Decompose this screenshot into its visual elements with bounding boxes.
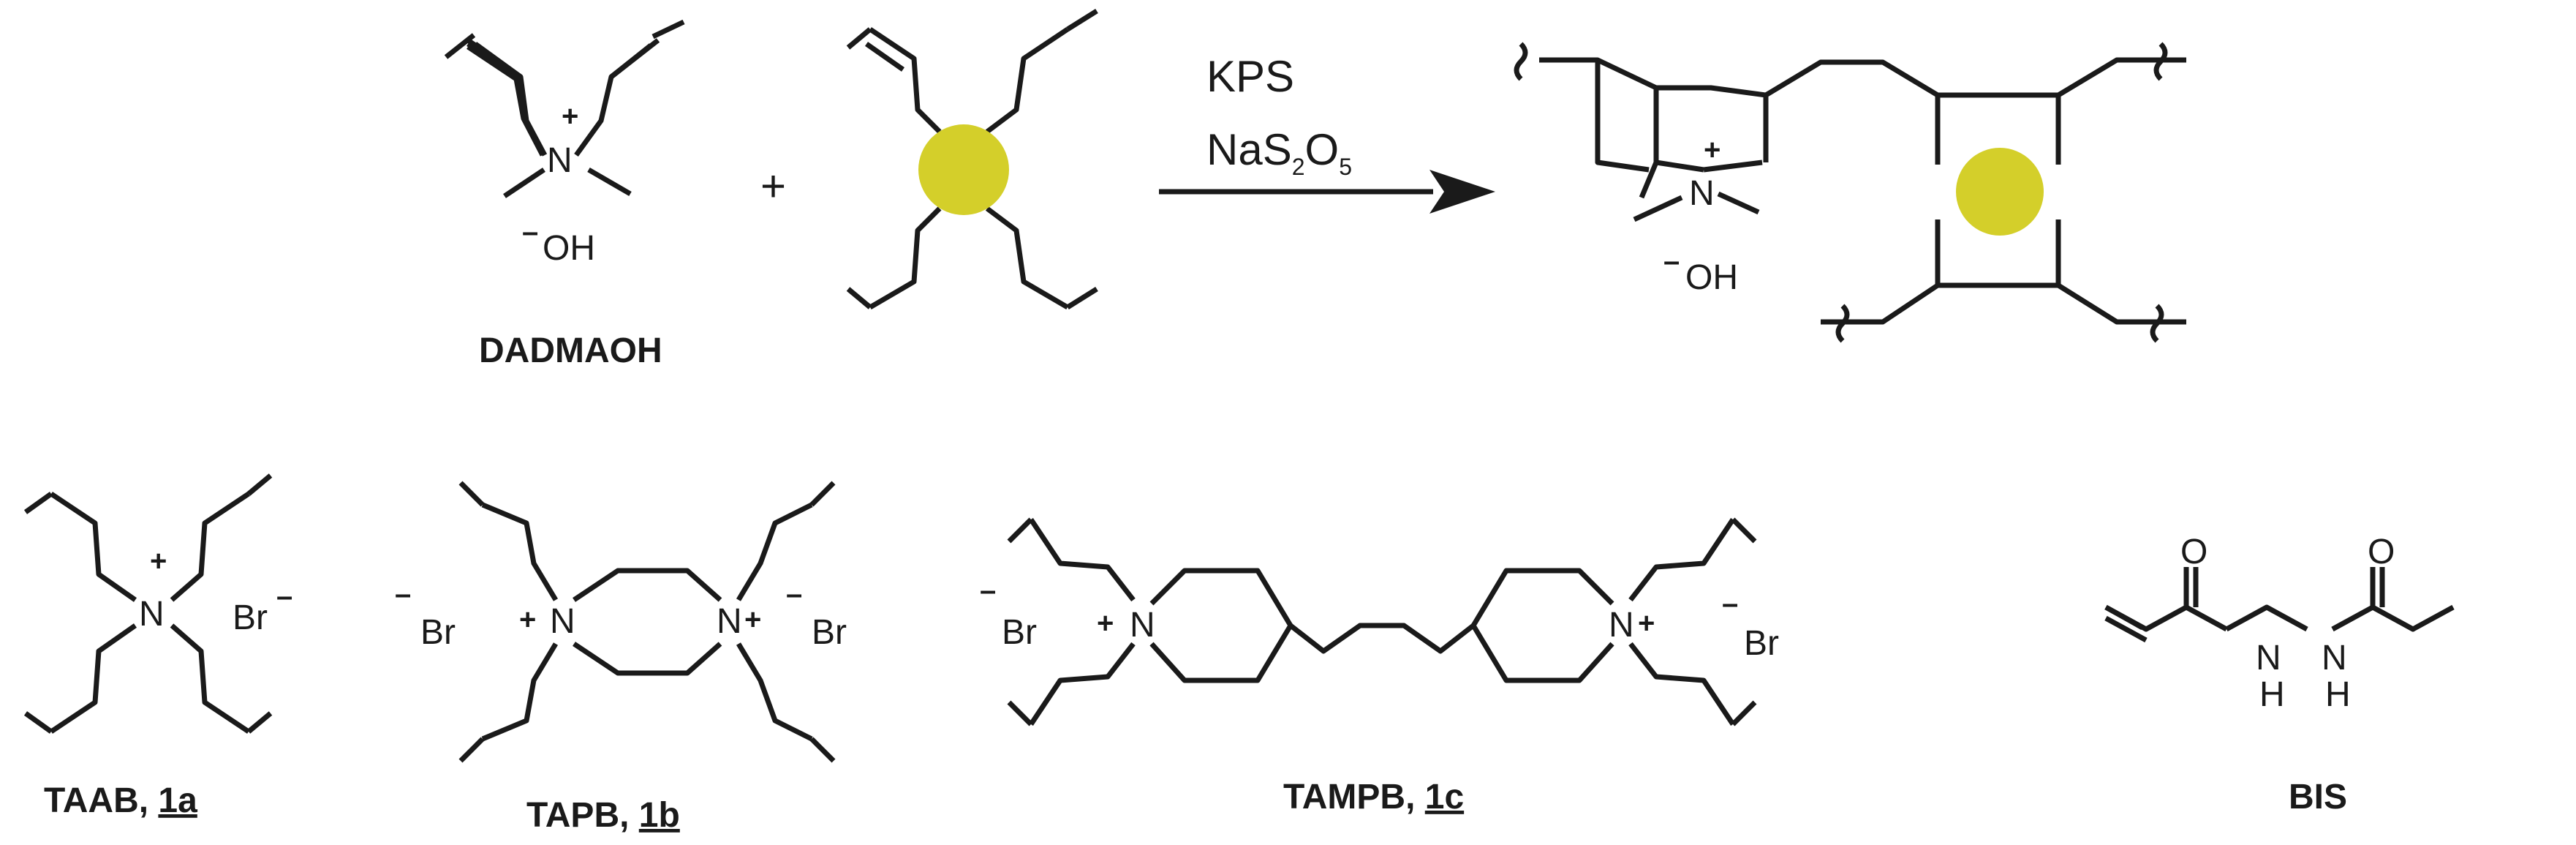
product-sphere-icon — [1956, 148, 2044, 236]
reagent-kps: KPS — [1206, 52, 1294, 101]
bis-hydrogen-right: H — [2325, 675, 2351, 714]
tapb-minus-right: – — [786, 578, 802, 610]
taab-minus-charge: – — [276, 580, 292, 612]
tampb-counterion-right: Br — [1744, 624, 1779, 663]
dadmaoh-allyl-bonds — [467, 38, 660, 79]
bis-structure: O O N H N H BIS — [2104, 533, 2455, 816]
dadmaoh-plus-charge: + — [562, 100, 578, 132]
bis-oxygen-right: O — [2368, 533, 2395, 571]
bis-label: BIS — [2289, 778, 2347, 816]
product-nitrogen: N — [1689, 174, 1715, 213]
product-plus-charge: + — [1704, 134, 1721, 166]
reagent-metabisulfite: NaS2O5 — [1206, 125, 1352, 180]
dadmaoh-structure: N + – OH DADMAOH — [444, 19, 685, 370]
tampb-plus-left: + — [1097, 607, 1114, 639]
taab-nitrogen: N — [139, 595, 165, 634]
tapb-label: TAPB, 1b — [526, 796, 680, 835]
dadmaoh-nitrogen: N — [547, 141, 573, 180]
tampb-counterion-left: Br — [1002, 613, 1037, 652]
tapb-nitrogen-left: N — [550, 602, 575, 641]
product-hydroxide: OH — [1685, 258, 1738, 297]
wavy-terminus — [1514, 42, 1528, 81]
tampb-plus-right: + — [1638, 607, 1655, 639]
tapb-counterion-right: Br — [812, 613, 847, 652]
polymer-network-product: N + – OH — [1514, 42, 2186, 343]
taab-label: TAAB, 1a — [44, 781, 197, 820]
taab-plus-charge: + — [150, 545, 167, 577]
tapb-plus-left: + — [519, 604, 536, 636]
tapb-plus-right: + — [744, 604, 761, 636]
generic-crosslinker — [846, 9, 1098, 310]
plus-sign: + — [760, 162, 786, 211]
product-minus-charge: – — [1663, 245, 1680, 277]
bis-oxygen-left: O — [2180, 533, 2207, 571]
bis-nitrogen-right: N — [2322, 639, 2347, 677]
tapb-counterion-left: Br — [420, 613, 456, 652]
tampb-nitrogen-left: N — [1130, 606, 1155, 645]
dadmaoh-hydroxide: OH — [543, 229, 595, 268]
bis-nitrogen-left: N — [2256, 639, 2281, 677]
taab-structure: N + Br – TAAB, 1a — [23, 473, 292, 820]
tampb-label: TAMPB, 1c — [1283, 778, 1464, 816]
tapb-minus-left: – — [395, 578, 411, 610]
crosslinker-sphere-icon — [918, 124, 1009, 215]
tapb-structure: N + N + – Br – Br TAPB, 1b — [395, 481, 847, 835]
dadmaoh-label: DADMAOH — [479, 331, 662, 370]
tapb-nitrogen-right: N — [717, 602, 742, 641]
tampb-structure: N + N + – Br – Br TAMPB, 1c — [980, 517, 1779, 816]
tampb-minus-left: – — [980, 574, 996, 606]
dadmaoh-minus-charge: – — [522, 216, 538, 248]
reaction-arrow — [1159, 170, 1495, 214]
tampb-minus-right: – — [1722, 587, 1738, 620]
tampb-nitrogen-right: N — [1609, 606, 1634, 645]
taab-counterion: Br — [233, 598, 268, 637]
bis-hydrogen-left: H — [2259, 675, 2285, 714]
